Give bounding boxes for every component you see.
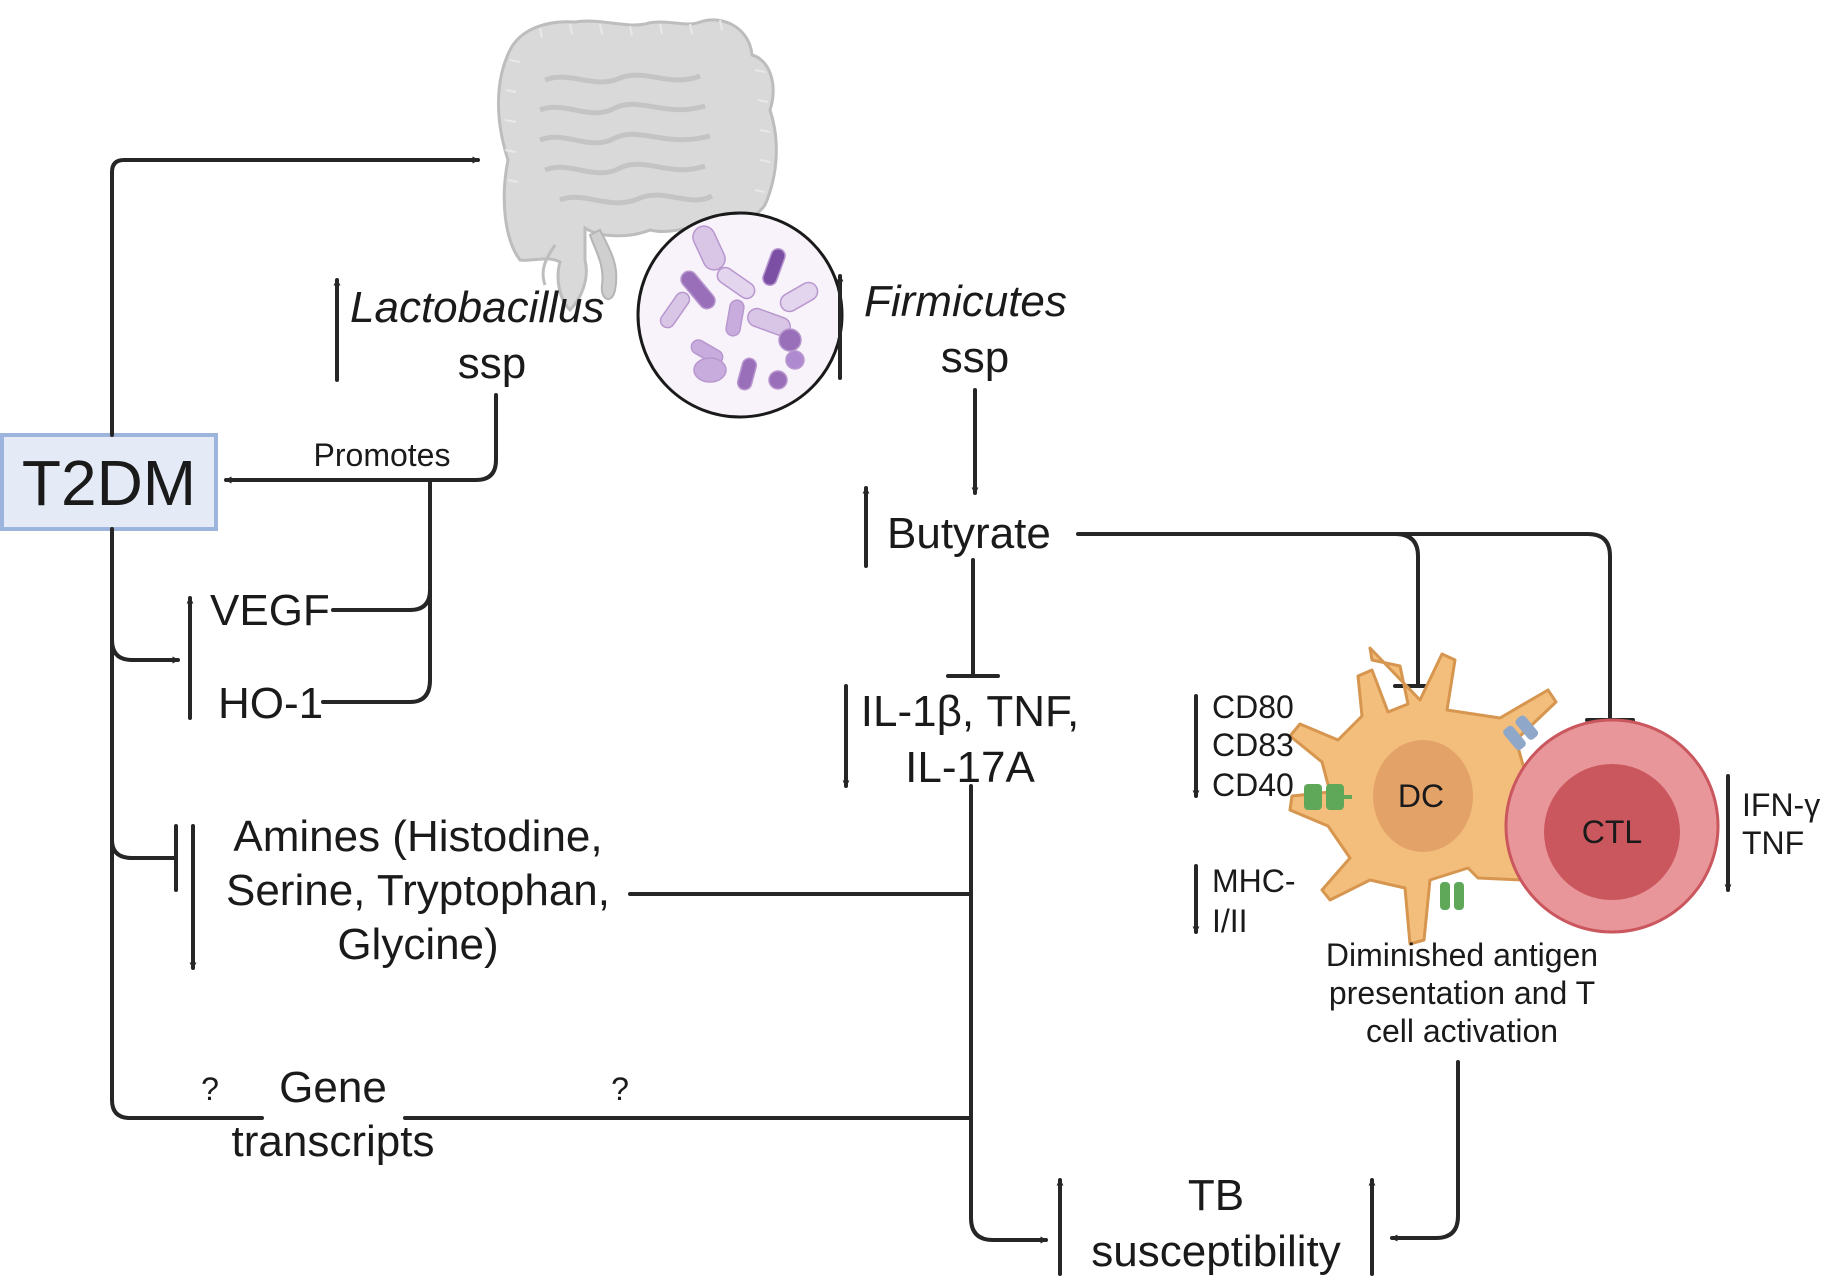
t2dm-node: T2DM [0,433,218,531]
question-mark-right: ? [611,1071,629,1107]
arrow-t2dm-to-vegf [110,638,180,664]
intestine-icon [497,18,778,313]
arrow-t2dm-to-gut [110,156,480,437]
tb-label-line2: susceptibility [1091,1227,1340,1276]
cytokines-label-line2: IL-17A [905,743,1035,792]
connectors [110,156,1635,1244]
mhc-receptor-icon [1440,882,1464,910]
bacteria-icon [636,211,844,419]
lactobacillus-to-ho1 [321,558,432,704]
t2dm-trunk [110,527,264,1120]
question-mark-left: ? [201,1071,219,1107]
cd40-label: CD40 [1212,767,1294,803]
butyrate-label: Butyrate [887,509,1051,558]
tnf-label: TNF [1742,825,1804,861]
vegf-label: VEGF [210,586,330,635]
lactobacillus-label: Lactobacillus [350,283,604,332]
mhc-label-line2: I/II [1212,903,1248,939]
butyrate-inhibits-ctl [1393,532,1612,722]
arrow-lactobacillus-promotes-t2dm [224,393,498,484]
mhc-label-line1: MHC- [1212,863,1296,899]
ctl-label: CTL [1582,814,1642,850]
amines-label-line1: Amines (Histodine, [233,812,602,861]
dc-label: DC [1398,778,1444,814]
tb-label-line1: TB [1188,1171,1244,1220]
lactobacillus-ssp-label: ssp [458,339,526,388]
gene-label-line2: transcripts [232,1117,435,1166]
ho1-label: HO-1 [218,679,323,728]
ifn-gamma-label: IFN-γ [1742,787,1820,823]
diminished-label-line2: presentation and T [1329,975,1595,1011]
promotes-label: Promotes [314,437,451,473]
firmicutes-label: Firmicutes [864,277,1067,326]
cd83-label: CD83 [1212,727,1294,763]
t-cell-icon: CTL [1504,718,1720,934]
butyrate-inhibits-dc [1076,532,1420,688]
amines-label-line2: Serine, Tryptophan, [226,866,610,915]
diminished-label-line1: Diminished antigen [1326,937,1598,973]
firmicutes-ssp-label: ssp [941,333,1009,382]
diminished-to-tb [1390,1060,1460,1242]
change-arrows [186,274,1732,1276]
cd80-label: CD80 [1212,689,1294,725]
diminished-label-line3: cell activation [1366,1013,1558,1049]
gene-label-line1: Gene [279,1063,387,1112]
cd40-receptor-icon [1304,784,1352,810]
dendritic-cell-icon: DC [1288,646,1558,946]
cytokines-to-tb [969,784,1048,1244]
labels: Lactobacillus ssp Firmicutes ssp Promote… [201,277,1820,1276]
cytokines-label-line1: IL-1β, TNF, [861,687,1079,736]
t2dm-label: T2DM [22,447,196,519]
t2dm-inhibits-amines [110,838,178,860]
amines-label-line3: Glycine) [337,920,498,969]
blue-receptor-icon [1503,715,1539,751]
lactobacillus-to-vegf [331,478,432,612]
